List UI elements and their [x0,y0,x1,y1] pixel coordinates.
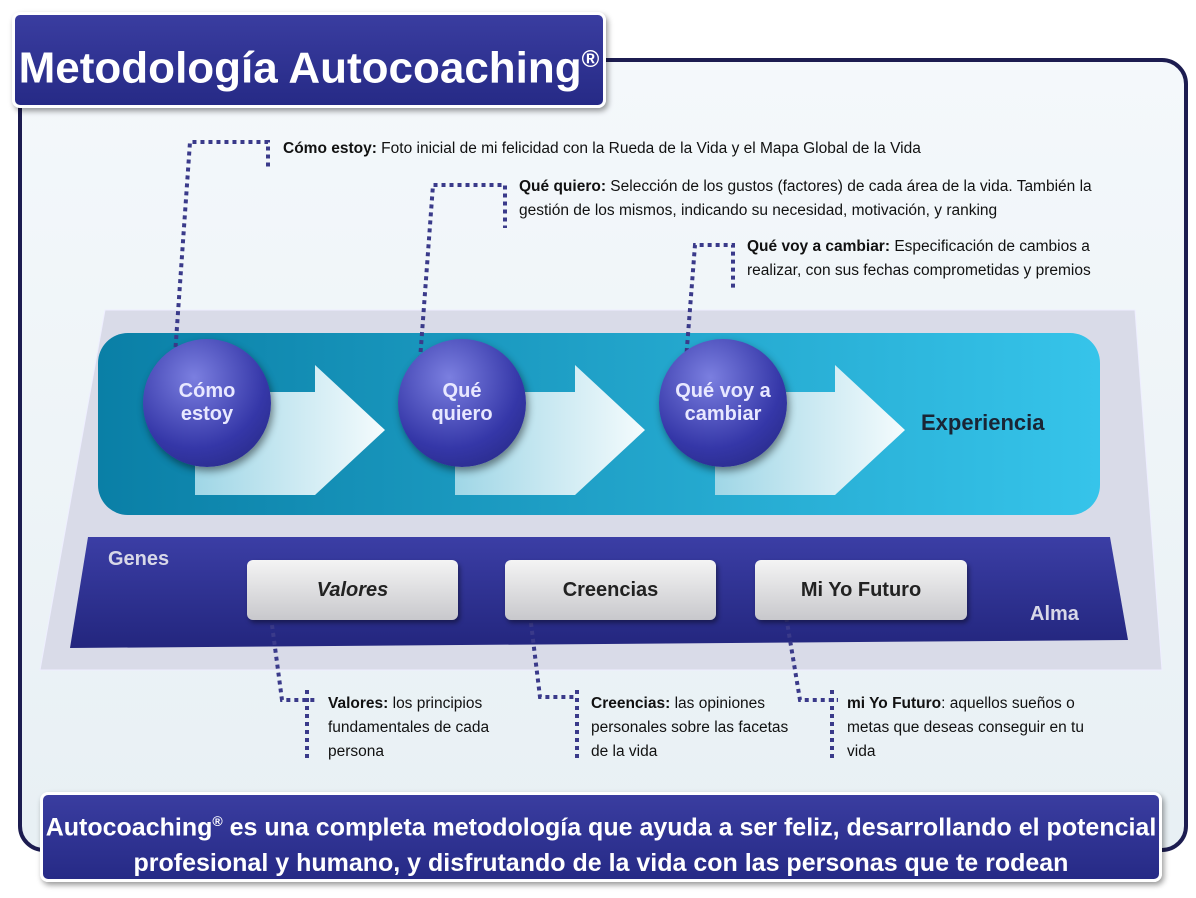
note-title: Qué quiero: [519,178,606,195]
note-text: : aquellos sueños o metas que deseas con… [847,695,1084,760]
pillar-valores: Valores [247,560,458,620]
note-text: las opiniones personales sobre las facet… [591,695,789,760]
note-title: Valores: [328,695,389,712]
note-que-quiero: Qué quiero: Selección de los gustos (fac… [519,175,1139,223]
note-title: Creencias: [591,695,671,712]
step-circle-que-voy-a-cambiar: Qué voy a cambiar [659,339,787,467]
registered-mark: ® [212,813,223,829]
note-text: los principios fundamentales de cada per… [328,695,490,760]
note-text: Especificación de cambios a realizar, co… [747,238,1091,279]
alma-label: Alma [1030,603,1079,625]
experiencia-label: Experiencia [921,410,1045,435]
step-circle-como-estoy: Cómo estoy [143,339,271,467]
step-label: Cómo estoy [178,380,236,425]
pillar-mi-yo-futuro: Mi Yo Futuro [755,560,967,620]
pillar-creencias: Creencias [505,560,716,620]
note-text: Foto inicial de mi felicidad con la Rued… [376,140,921,157]
banner-text: es una completa metodología que ayuda a … [133,813,1157,878]
step-label: Qué voy a cambiar [675,380,771,425]
title-text: Metodología Autocoaching [18,43,582,93]
note-creencias: Creencias: las opiniones personales sobr… [591,692,791,764]
genes-label: Genes [108,548,170,570]
page-title: Metodología Autocoaching® [12,12,606,108]
step-circle-que-quiero: Qué quiero [398,339,526,467]
note-title: Qué voy a cambiar: [747,238,891,255]
summary-banner: Autocoaching® es una completa metodologí… [40,792,1162,882]
step-label: Qué quiero [431,380,493,425]
note-title: Cómo estoy: [283,140,377,157]
banner-brand: Autocoaching [45,813,213,842]
note-text: Selección de los gustos (factores) de ca… [519,178,1092,219]
note-title: mi Yo Futuro [847,695,942,712]
note-valores: Valores: los principios fundamentales de… [328,692,518,764]
connector-lines [173,140,838,760]
note-que-voy-a-cambiar: Qué voy a cambiar: Especificación de cam… [747,235,1127,283]
note-mi-yo-futuro: mi Yo Futuro: aquellos sueños o metas qu… [847,692,1107,764]
note-como-estoy: Cómo estoy: Foto inicial de mi felicidad… [283,137,921,161]
registered-mark: ® [581,46,600,73]
